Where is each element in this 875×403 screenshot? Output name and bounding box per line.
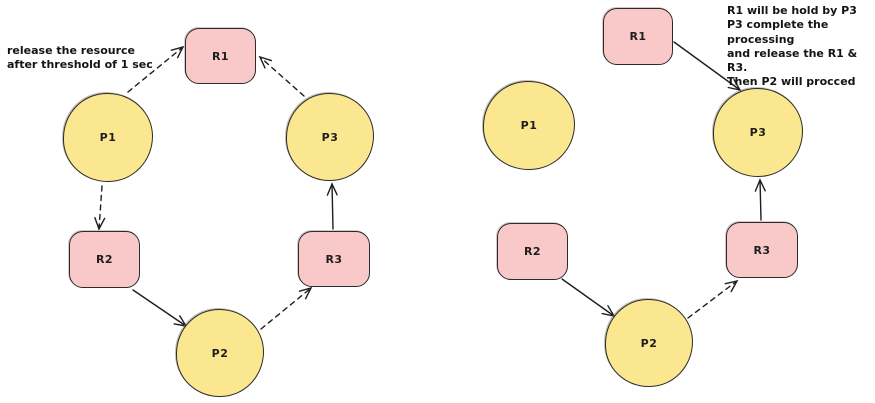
left-process-node-p2: P2 bbox=[176, 309, 264, 397]
node-label: P3 bbox=[749, 126, 767, 139]
right-edge-r3-to-p3 bbox=[759, 179, 762, 221]
node-label: R1 bbox=[629, 30, 647, 43]
left-edge-p1-to-r1 bbox=[127, 46, 184, 93]
right-process-node-p1: P1 bbox=[483, 81, 575, 170]
right-process-node-p2: P2 bbox=[605, 299, 693, 387]
node-label: R3 bbox=[325, 252, 343, 266]
right-resource-node-r3: R3 bbox=[726, 222, 798, 278]
left-annotation: release the resource after threshold of … bbox=[7, 44, 153, 72]
right-edge-r2-to-p2 bbox=[561, 278, 615, 317]
left-arrowhead-r3-to-p3 bbox=[326, 182, 338, 196]
left-edge-r3-to-p3 bbox=[331, 183, 334, 230]
node-label: R2 bbox=[523, 245, 542, 258]
left-resource-node-r1: R1 bbox=[185, 28, 256, 84]
left-edge-r2-to-p2 bbox=[132, 289, 187, 327]
left-edge-p2-to-r3 bbox=[260, 287, 312, 330]
node-label: P1 bbox=[99, 131, 117, 144]
left-edge-p1-to-r2 bbox=[98, 185, 103, 230]
node-label: R3 bbox=[753, 243, 771, 257]
node-label: P1 bbox=[520, 119, 538, 132]
left-arrowhead-p2-to-r3 bbox=[298, 286, 313, 300]
left-edge-p3-to-r1 bbox=[259, 56, 305, 97]
left-process-node-p1: P1 bbox=[63, 93, 153, 182]
node-label: P2 bbox=[640, 336, 658, 350]
right-edge-p2-to-r3 bbox=[687, 280, 738, 319]
right-process-node-p3: P3 bbox=[713, 88, 803, 177]
right-arrowhead-p2-to-r3 bbox=[724, 279, 739, 293]
right-resource-node-r2: R2 bbox=[497, 223, 568, 280]
right-edge-r1-to-p3 bbox=[673, 41, 741, 91]
right-arrowhead-r3-to-p3 bbox=[754, 178, 766, 192]
left-arrowhead-p1-to-r2 bbox=[94, 217, 106, 231]
node-label: R1 bbox=[211, 49, 230, 63]
right-resource-node-r1: R1 bbox=[603, 8, 673, 65]
left-process-node-p3: P3 bbox=[286, 93, 374, 181]
left-resource-node-r2: R2 bbox=[69, 231, 140, 288]
node-label: P3 bbox=[321, 130, 339, 144]
node-label: P2 bbox=[211, 346, 229, 360]
node-label: R2 bbox=[95, 253, 114, 266]
left-arrowhead-p1-to-r1 bbox=[170, 45, 185, 59]
left-arrowhead-p3-to-r1 bbox=[258, 55, 273, 69]
right-annotation: R1 will be hold by P3 P3 complete the pr… bbox=[727, 4, 858, 89]
left-resource-node-r3: R3 bbox=[298, 231, 370, 287]
